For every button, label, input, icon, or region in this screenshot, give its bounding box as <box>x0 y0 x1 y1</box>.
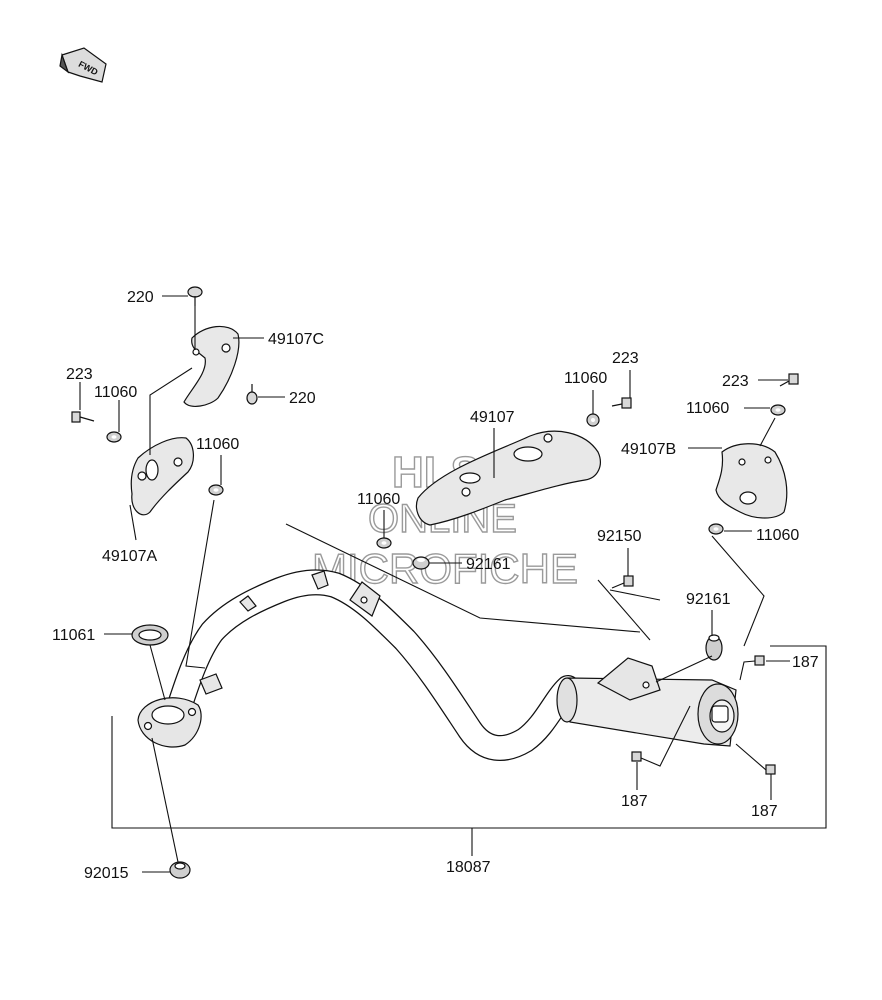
fwd-arrow-icon: FWD <box>59 47 107 83</box>
heat-guard-49107A <box>130 437 194 516</box>
part-labels: 220 49107C 220 223 11060 11060 49107A 11… <box>52 289 819 882</box>
gasket-11061 <box>131 624 169 646</box>
label-220-side: 220 <box>289 390 316 407</box>
label-49107B: 49107B <box>621 441 676 458</box>
label-223-mid: 223 <box>612 350 639 367</box>
label-187-b: 187 <box>621 793 648 810</box>
fasteners <box>71 286 799 879</box>
heat-guard-49107C <box>183 325 240 407</box>
label-92161-mid: 92161 <box>466 556 511 573</box>
exhaust-flange <box>137 697 202 748</box>
label-220-top: 220 <box>127 289 154 306</box>
label-92150: 92150 <box>597 528 642 545</box>
label-187-c: 187 <box>751 803 778 820</box>
label-18087: 18087 <box>446 859 491 876</box>
label-49107C: 49107C <box>268 331 324 348</box>
label-92161-right: 92161 <box>686 591 731 608</box>
exhaust-pipe <box>162 569 581 761</box>
muffler <box>556 657 739 747</box>
label-187-a: 187 <box>792 654 819 671</box>
label-11060-left-a: 11060 <box>94 384 137 401</box>
label-49107: 49107 <box>470 409 515 426</box>
label-223-left: 223 <box>66 366 93 383</box>
heat-guard-49107 <box>415 430 601 526</box>
label-11061: 11061 <box>52 627 95 644</box>
label-11060-right-top: 11060 <box>686 400 729 417</box>
label-11060-midtop: 11060 <box>564 370 607 387</box>
heat-guard-49107B <box>715 443 788 519</box>
label-11060-mid: 11060 <box>357 491 400 508</box>
label-223-right: 223 <box>722 373 749 390</box>
label-11060-left-b: 11060 <box>196 436 239 453</box>
label-11060-right-bot: 11060 <box>756 527 799 544</box>
label-92015: 92015 <box>84 865 129 882</box>
watermark-line-3: MICROFICHE <box>312 545 578 592</box>
label-49107A: 49107A <box>102 548 157 565</box>
leader-lines <box>79 295 827 873</box>
